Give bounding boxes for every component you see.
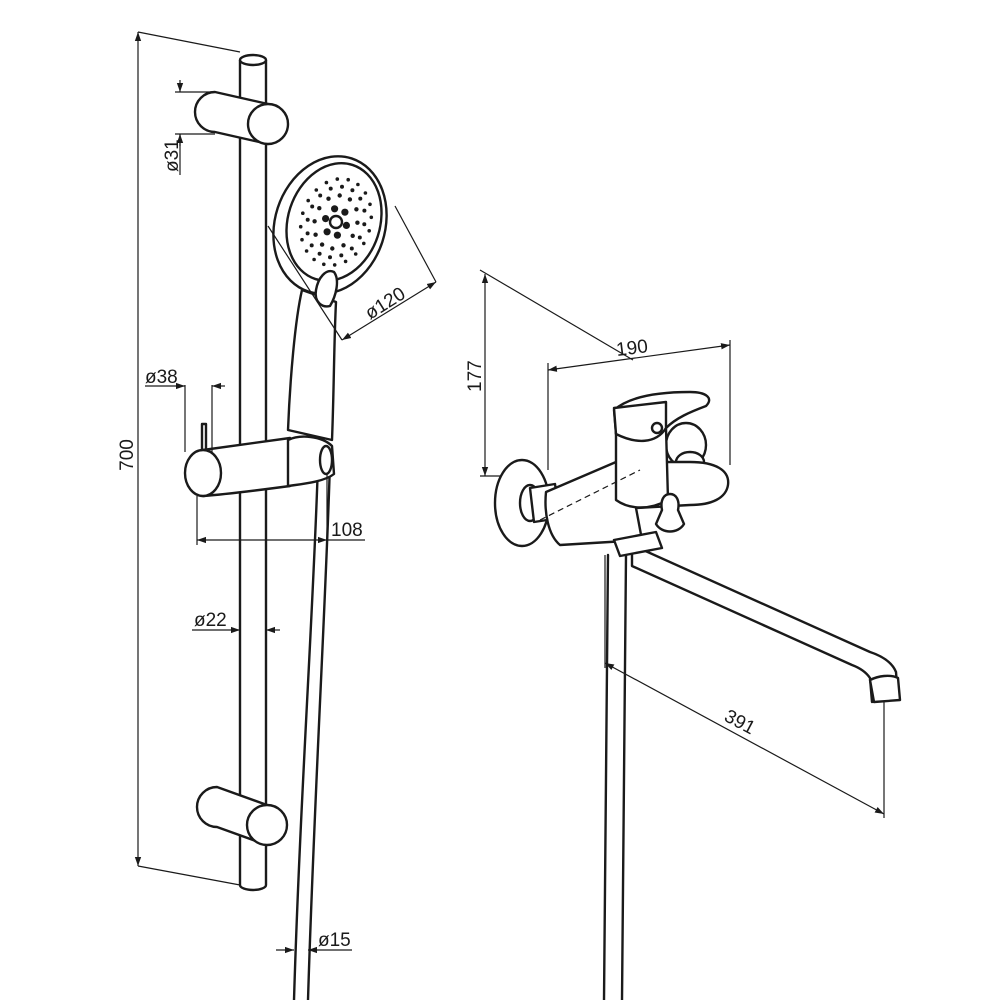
spray-nozzle xyxy=(356,182,360,187)
spray-nozzle xyxy=(306,198,311,203)
spray-nozzle xyxy=(328,255,332,260)
spray-nozzle xyxy=(357,235,362,240)
spray-nozzle xyxy=(333,231,341,239)
spray-nozzle xyxy=(369,215,374,220)
dim-label-700: 700 xyxy=(117,439,138,471)
spray-nozzle xyxy=(304,249,309,253)
spray-nozzle xyxy=(341,243,346,248)
spray-nozzle xyxy=(309,243,314,248)
spray-nozzle xyxy=(335,177,340,181)
dim-label-108: 108 xyxy=(331,520,363,541)
bath-mixer: 177 190 391 xyxy=(465,269,902,1002)
spray-nozzle xyxy=(363,191,368,195)
spray-nozzle xyxy=(319,242,325,247)
bottom-wall-holder xyxy=(195,785,289,847)
dim-label-15: ø15 xyxy=(318,930,351,951)
center-nozzle xyxy=(328,214,344,230)
spray-nozzle xyxy=(310,204,315,209)
spray-nozzle xyxy=(342,221,350,229)
mixer-body xyxy=(539,426,730,547)
spray-nozzle xyxy=(367,229,372,233)
spray-nozzle xyxy=(318,193,323,198)
spray-nozzle xyxy=(324,180,329,185)
spray-nozzle xyxy=(350,233,355,238)
sliding-holder xyxy=(183,422,336,498)
spray-nozzle xyxy=(332,263,337,267)
spray-nozzle xyxy=(354,207,359,212)
spray-nozzle xyxy=(362,222,367,227)
spray-nozzle xyxy=(322,215,330,223)
spray-nozzle xyxy=(322,262,326,267)
dim-mixer-height: 177 xyxy=(465,269,634,477)
diverter-knob xyxy=(612,492,686,558)
spray-nozzle xyxy=(346,177,351,182)
hand-shower xyxy=(272,155,388,442)
dim-holder-diameter: ø31 xyxy=(162,80,215,175)
dim-mixer-width: 190 xyxy=(547,336,731,470)
dim-hose-diameter: ø15 xyxy=(276,930,352,954)
spray-nozzle xyxy=(347,197,353,202)
spray-nozzle xyxy=(314,188,319,192)
dim-label-177: 177 xyxy=(465,360,486,392)
spray-nozzle xyxy=(353,252,358,256)
spray-nozzle xyxy=(326,196,331,201)
spray-nozzle xyxy=(305,217,310,222)
spray-nozzle xyxy=(313,232,318,237)
spray-nozzle xyxy=(298,224,303,229)
dim-label-120: ø120 xyxy=(362,283,410,324)
dim-rail-diameter: ø22 xyxy=(192,610,280,634)
dim-slider-diameter: ø38 xyxy=(145,367,225,452)
spray-nozzle xyxy=(317,206,322,211)
spray-nozzle xyxy=(339,253,344,258)
spray-nozzle xyxy=(300,237,304,242)
dim-total-height: 700 xyxy=(117,31,241,886)
dim-label-22: ø22 xyxy=(194,610,227,631)
spray-nozzle xyxy=(368,202,372,207)
shower-rail-set: 700 ø31 ø120 ø38 108 xyxy=(117,31,437,1002)
spray-nozzle xyxy=(312,257,316,262)
dim-slider-depth: 108 xyxy=(196,474,365,545)
spray-nozzle xyxy=(350,188,355,193)
spray-nozzle xyxy=(317,251,322,256)
spray-nozzle xyxy=(328,186,333,191)
spray-nozzle xyxy=(362,241,366,246)
spray-nozzle xyxy=(337,193,342,198)
spray-nozzle xyxy=(331,205,339,213)
mixer-hose xyxy=(602,553,628,1002)
dim-label-38: ø38 xyxy=(145,367,178,388)
shower-hose xyxy=(292,460,332,1002)
spray-nozzle xyxy=(341,208,349,216)
spray-nozzle xyxy=(301,211,305,215)
spray-nozzle xyxy=(355,220,360,225)
spray-nozzle xyxy=(323,228,331,236)
spray-nozzles-icon xyxy=(298,177,374,267)
spray-nozzle xyxy=(330,246,335,251)
spray-nozzle xyxy=(343,259,348,264)
top-wall-holder xyxy=(193,90,290,146)
dim-label-391: 391 xyxy=(721,706,759,739)
spray-nozzle xyxy=(358,196,363,201)
dim-label-190: 190 xyxy=(615,336,649,361)
dim-label-31: ø31 xyxy=(162,139,183,172)
spray-nozzle xyxy=(362,208,367,213)
long-spout xyxy=(630,543,902,704)
mixer-lever xyxy=(612,390,711,442)
spray-nozzle xyxy=(349,246,354,251)
spray-nozzle xyxy=(340,184,344,189)
spray-nozzle xyxy=(305,231,310,236)
spray-nozzle xyxy=(312,219,317,224)
